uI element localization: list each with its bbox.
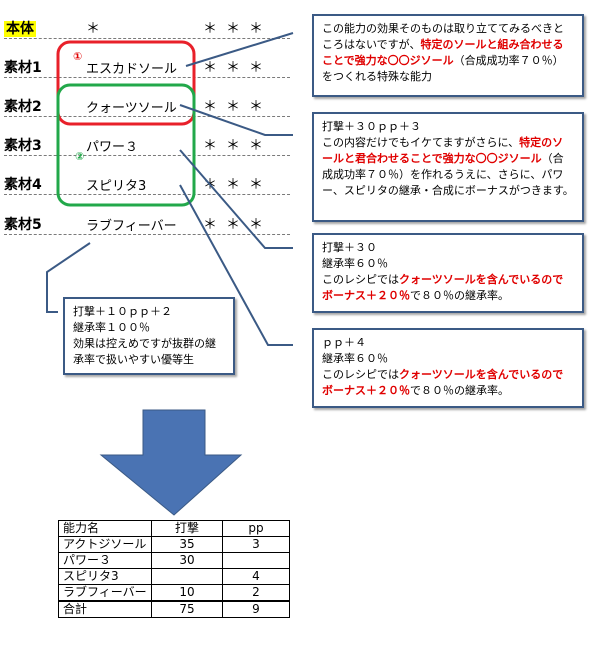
cell-total-label: 合計 (58, 600, 152, 618)
table-row: アクトジソール 35 3 (58, 536, 290, 553)
green-frame (56, 83, 196, 207)
cell-attack (151, 568, 223, 585)
callout-spirita: ｐｐ＋４ 継承率６０％ このレシピではクォーツソールを含んでいるのでボーナス＋２… (312, 328, 584, 408)
summary-table: 能力名 打撃 pp アクトジソール 35 3 パワー３ 30 スピリタ3 4 ラ… (58, 520, 290, 618)
connector-line (185, 32, 294, 67)
callout-lovefever: 打撃＋１０ｐｐ＋２ 継承率１００％ 効果は控えめですが抜群の継承率で扱いやすい優… (63, 297, 235, 375)
callout-line: 効果は控えめですが抜群の継承率で扱いやすい優等生 (73, 337, 216, 366)
material-name: スピリタ3 (86, 179, 147, 194)
cell-name: ラブフィーバー (58, 584, 152, 602)
marker-one: ① (73, 50, 83, 63)
table-row: ラブフィーバー 10 2 (58, 584, 290, 602)
marker-two: ② (75, 150, 85, 163)
table-header-row: 能力名 打撃 pp (58, 520, 290, 537)
cell-total-pp: 9 (222, 600, 290, 618)
row-label-material4: 素材4 (4, 177, 42, 193)
callout-escad: この能力の効果そのものは取り立ててみるべきところはないですが、特定のソールと組み… (312, 14, 584, 97)
row-stars: ＊＊＊ (203, 21, 272, 37)
table-total-row: 合計 75 9 (58, 600, 290, 618)
callout-line: ｐｐ＋４ (322, 336, 366, 349)
down-arrow-icon (99, 409, 243, 516)
row-label-material3: 素材3 (4, 138, 42, 154)
callout-text: で８０％の継承率。 (410, 384, 509, 397)
row-stars: ＊＊＊ (203, 177, 272, 193)
callout-quartz: 打撃＋３０ｐｐ＋３ この内容だけでもイケてますがさらに、特定のソールと君合わせる… (312, 112, 584, 222)
row-underline (4, 234, 290, 235)
row-label-material5: 素材5 (4, 217, 42, 233)
connector-line (179, 184, 293, 346)
callout-line: 打撃＋１０ｐｐ＋２ (73, 305, 172, 318)
material-name: エスカドソール (86, 62, 178, 77)
connector-line (179, 104, 293, 136)
row-underline (4, 116, 290, 117)
row-stars: ＊＊＊ (203, 99, 272, 115)
material-name: パワー３ (86, 140, 139, 155)
connector-line (179, 149, 293, 249)
callout-text: このレシピでは (322, 368, 399, 381)
callout-line: 継承率６０％ (322, 352, 388, 365)
callout-text: で８０％の継承率。 (410, 289, 509, 302)
row-underline (4, 38, 290, 39)
callout-line: 継承率６０％ (322, 257, 388, 270)
callout-highlight: クォーツソールを含んでいるのでボーナス＋２０％ (322, 368, 564, 397)
callout-text: この内容だけでもイケてますがさらに、 (322, 136, 520, 149)
table-row: スピリタ3 4 (58, 568, 290, 585)
header-pp: pp (222, 520, 290, 537)
cell-pp: 4 (222, 568, 290, 585)
row-label-material1: 素材1 (4, 60, 42, 76)
table-row: パワー３ 30 (58, 552, 290, 569)
callout-power: 打撃＋３０ 継承率６０％ このレシピではクォーツソールを含んでいるのでボーナス＋… (312, 233, 584, 313)
row-label-material2: 素材2 (4, 99, 42, 115)
row-star-single: ＊ (86, 21, 100, 37)
callout-line: 打撃＋３０ｐｐ＋３ (322, 120, 421, 133)
callout-text: この能力の効果そのものは取り立ててみるべきところはないですが、 (322, 22, 564, 51)
callout-text: （合成成功率７０％）をつくれる特殊な能力 (322, 54, 564, 83)
cell-attack: 35 (151, 536, 223, 553)
cell-name: アクトジソール (58, 536, 152, 553)
callout-highlight: 特定のソールと組み合わせることで強力な〇〇ジソール (322, 38, 564, 67)
material-name: クォーツソール (86, 101, 177, 116)
callout-line: 打撃＋３０ (322, 241, 377, 254)
row-underline (4, 194, 290, 195)
callout-text: （合成成功率７０％）を作れるうえに、さらに、パワー、スピリタの継承・合成にボーナ… (322, 152, 574, 197)
callout-text: このレシピでは (322, 273, 399, 286)
connector-line (46, 242, 91, 313)
cell-name: パワー３ (58, 552, 152, 569)
cell-attack: 30 (151, 552, 223, 569)
material-name: ラブフィーバー (86, 219, 177, 234)
cell-pp (222, 552, 290, 569)
header-attack: 打撃 (151, 520, 223, 537)
cell-pp: 3 (222, 536, 290, 553)
row-stars: ＊＊＊ (203, 60, 272, 76)
cell-attack: 10 (151, 584, 223, 602)
header-ability: 能力名 (58, 520, 152, 537)
row-underline (4, 155, 290, 156)
row-underline (4, 77, 290, 78)
cell-total-attack: 75 (151, 600, 223, 618)
cell-pp: 2 (222, 584, 290, 602)
red-frame (56, 40, 196, 126)
callout-highlight: クォーツソールを含んでいるのでボーナス＋２０％ (322, 273, 564, 302)
callout-line: 継承率１００％ (73, 321, 150, 334)
row-stars: ＊＊＊ (203, 138, 272, 154)
row-label-body: 本体 (4, 21, 36, 37)
cell-name: スピリタ3 (58, 568, 152, 585)
callout-highlight: 特定のソールと君合わせることで強力な〇〇ジソール (322, 136, 564, 165)
